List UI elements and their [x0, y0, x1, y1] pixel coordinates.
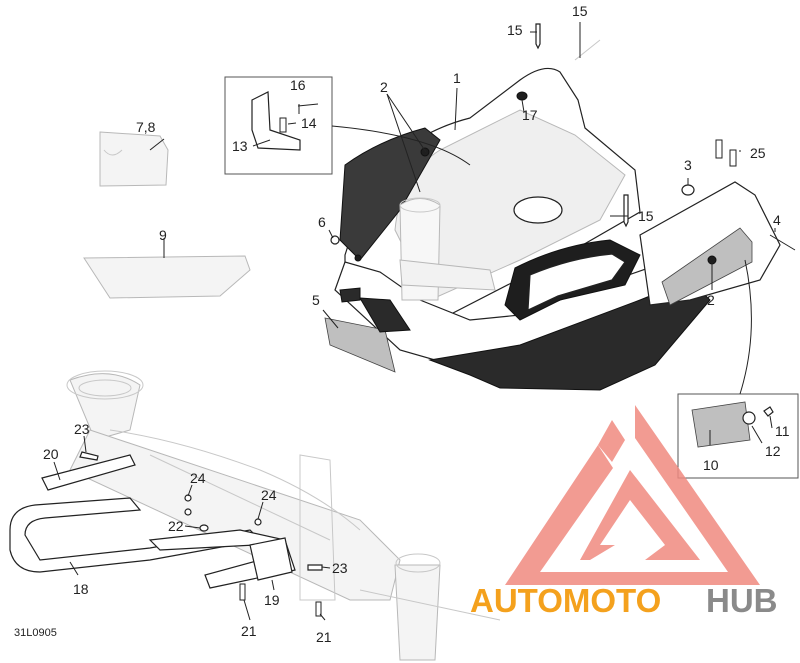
- label-15-top-left: 15: [507, 22, 523, 38]
- label-17: 17: [522, 107, 538, 123]
- label-9: 9: [159, 227, 167, 243]
- label-15-top-right: 15: [572, 3, 588, 19]
- watermark-automoto: AUTOMOTO: [470, 582, 661, 619]
- diagram-code: 31L0905: [14, 627, 57, 639]
- label-20: 20: [43, 446, 59, 462]
- watermark-hub: HUB: [706, 582, 778, 619]
- label-15-right: 15: [638, 208, 654, 224]
- label-6: 6: [318, 214, 326, 230]
- inset-10-11-12: [677, 393, 799, 479]
- leader-lines: [53, 22, 776, 621]
- label-24-right: 24: [261, 487, 277, 503]
- watermark-text: AUTOMOTO HUB: [470, 582, 778, 619]
- label-18: 18: [73, 581, 89, 597]
- label-10: 10: [703, 457, 719, 473]
- label-24-left: 24: [190, 470, 206, 486]
- label-21-left: 21: [241, 623, 257, 639]
- label-22: 22: [168, 518, 184, 534]
- inset-13-14-16: [224, 76, 333, 175]
- label-21-right: 21: [316, 629, 332, 645]
- label-19: 19: [264, 592, 280, 608]
- watermark-logo: [505, 405, 760, 585]
- label-13: 13: [232, 138, 248, 154]
- chassis-ghost: [66, 370, 501, 661]
- label-3: 3: [684, 157, 692, 173]
- callout-labels: 1 2 15 15 17 3 25 15 4 6 5 2 7,8 9 16 14…: [14, 3, 790, 645]
- label-2-top: 2: [380, 79, 388, 95]
- label-23-left: 23: [74, 421, 90, 437]
- label-4: 4: [773, 212, 781, 228]
- label-14: 14: [301, 115, 317, 131]
- belly-pan-assembly: [324, 67, 781, 391]
- part-7-8-shape: [99, 131, 169, 187]
- label-7-8: 7,8: [136, 119, 156, 135]
- label-5: 5: [312, 292, 320, 308]
- label-11: 11: [775, 423, 790, 439]
- label-12: 12: [765, 443, 781, 459]
- bumper-assembly: [9, 454, 296, 589]
- label-23-right: 23: [332, 560, 348, 576]
- part-9-shape: [83, 255, 251, 299]
- label-2-right: 2: [707, 292, 715, 308]
- label-25: 25: [750, 145, 766, 161]
- label-1: 1: [453, 70, 461, 86]
- label-16: 16: [290, 77, 306, 93]
